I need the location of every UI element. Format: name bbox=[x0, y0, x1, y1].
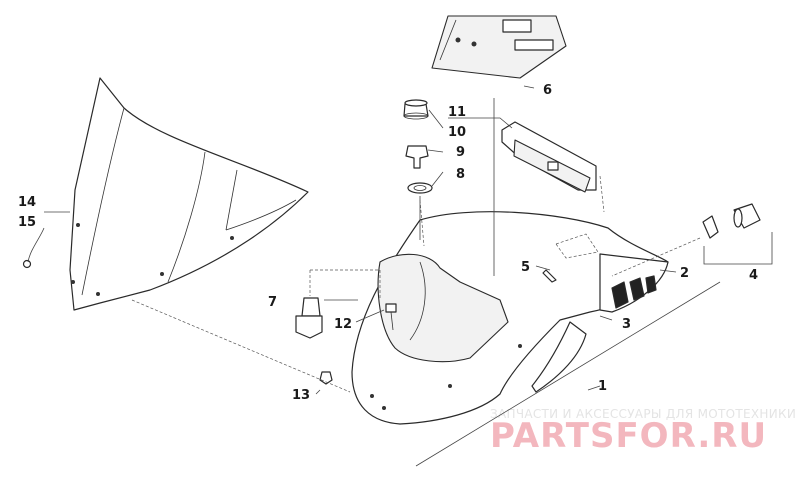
callout-4: 4 bbox=[749, 268, 758, 283]
instrument-cluster-part bbox=[501, 121, 597, 193]
callout-9: 9 bbox=[456, 145, 465, 160]
fairing-screw-part bbox=[542, 269, 557, 283]
cap-part bbox=[403, 99, 429, 120]
callout-10: 10 bbox=[448, 125, 466, 140]
seal-ring-part bbox=[407, 182, 433, 194]
windshield-part bbox=[69, 77, 309, 311]
key-part bbox=[405, 145, 429, 169]
watermark-brand: PARTSFOR.RU bbox=[490, 416, 767, 456]
screw-part bbox=[22, 259, 32, 269]
callout-11: 11 bbox=[448, 105, 466, 120]
callout-7: 7 bbox=[268, 295, 277, 310]
callout-12: 12 bbox=[334, 317, 352, 332]
bolt-part bbox=[385, 303, 397, 331]
leader-lines bbox=[27, 85, 721, 467]
callout-1: 1 bbox=[598, 379, 607, 394]
nut-part bbox=[319, 371, 333, 385]
connector-switch-part bbox=[295, 297, 323, 339]
watermark: ЗАПЧАСТИ И АКСЕССУАРЫ ДЛЯ МОТОТЕХНИКИ PA… bbox=[490, 407, 796, 456]
watermark-tagline: ЗАПЧАСТИ И АКСЕССУАРЫ ДЛЯ МОТОТЕХНИКИ bbox=[490, 407, 796, 421]
callout-15: 15 bbox=[18, 215, 36, 230]
callout-8: 8 bbox=[456, 167, 465, 182]
callout-13: 13 bbox=[292, 388, 310, 403]
callout-5: 5 bbox=[521, 260, 530, 275]
accessory-socket-part bbox=[702, 203, 773, 265]
callout-2: 2 bbox=[680, 266, 689, 281]
front-fairing-part bbox=[351, 211, 669, 425]
storage-cover-part bbox=[431, 15, 567, 79]
callout-labels: 1 2 3 4 5 6 7 8 9 10 11 12 13 14 15 bbox=[18, 83, 758, 403]
callout-6: 6 bbox=[543, 83, 552, 98]
callout-3: 3 bbox=[622, 317, 631, 332]
callout-14: 14 bbox=[18, 195, 36, 210]
